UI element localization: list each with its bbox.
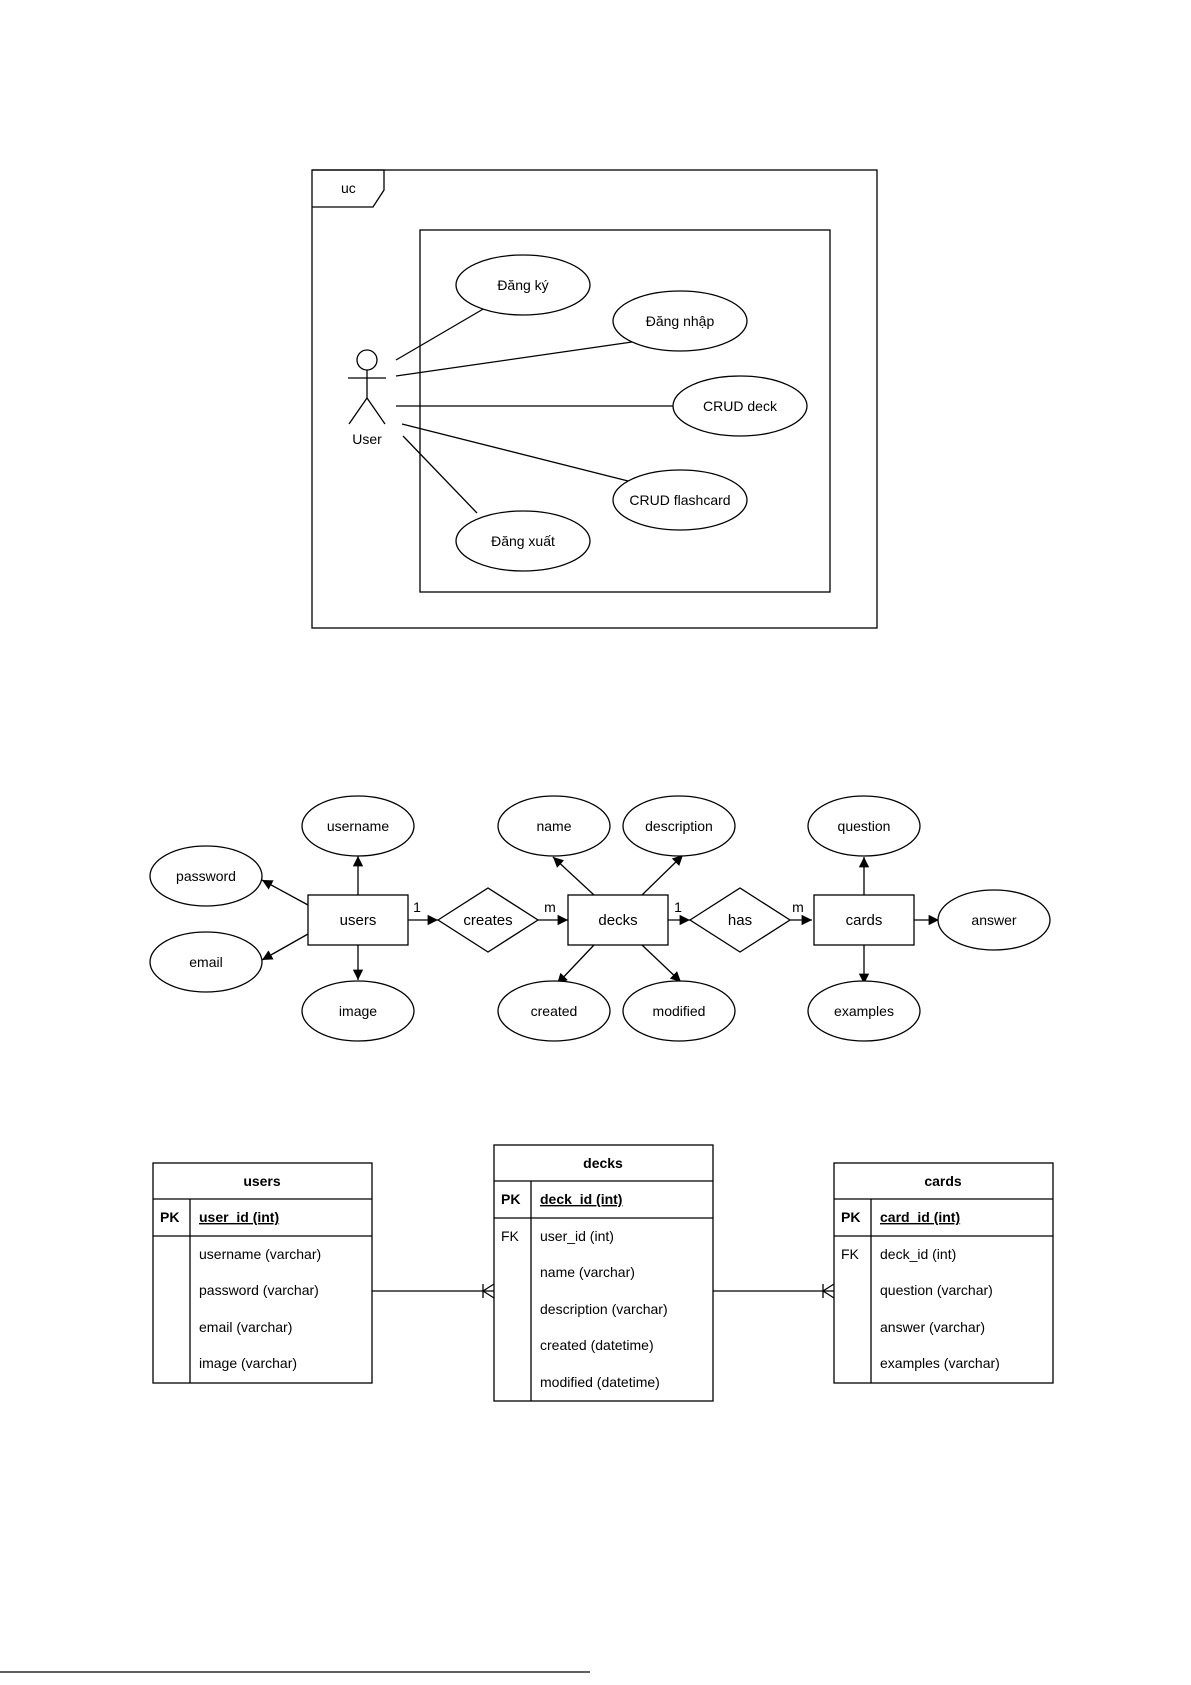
link-users-decks [372,1283,495,1299]
association-line [401,423,633,483]
table-title: users [243,1173,281,1189]
table-field: answer (varchar) [880,1319,985,1335]
svg-text:modified: modified [653,1003,706,1019]
svg-text:has: has [728,912,752,929]
table-field: examples (varchar) [880,1355,1000,1371]
fk-label: FK [841,1246,860,1262]
use-case-login: Đăng nhập [612,290,748,352]
table-decks: decks PK deck_id (int) FK user_id (int) … [493,1144,714,1402]
stick-figure-actor-icon [348,349,386,425]
svg-text:description: description [645,818,713,834]
table-field: user_id (int) [540,1228,614,1244]
attribute-name: name [497,795,611,857]
svg-text:password: password [176,868,236,884]
attribute-username: username [301,795,415,857]
association-line [395,341,633,377]
attribute-arrow [641,944,682,983]
cardinality-label: m [544,899,556,915]
entity-cards: cards [813,894,915,946]
uc-frame-label: uc [341,180,356,196]
relationship-has: has [688,887,792,953]
attribute-arrow [552,856,595,896]
attribute-created: created [497,980,611,1042]
attribute-email: email [149,931,263,993]
association-line [402,435,478,514]
table-field: image (varchar) [199,1355,297,1371]
table-cards: cards PK card_id (int) FK deck_id (int) … [833,1162,1054,1384]
svg-text:CRUD flashcard: CRUD flashcard [629,492,730,508]
fk-label: FK [501,1228,520,1244]
use-case-crud-flashcard: CRUD flashcard [612,469,748,531]
attribute-question: question [807,795,921,857]
attribute-arrow [641,854,684,896]
table-title: cards [924,1173,962,1189]
cardinality-label: 1 [674,899,682,915]
use-case-diagram: uc User Đăng ký Đăng nhập CRUD deck [311,169,878,629]
table-users: users PK user_id (int) username (varchar… [152,1162,373,1384]
er-diagram: 1 m 1 m users decks cards creates has [149,795,1051,1042]
svg-text:username: username [327,818,389,834]
cardinality-label: 1 [413,899,421,915]
svg-text:CRUD deck: CRUD deck [703,398,778,414]
pk-label: PK [501,1191,520,1207]
pk-field: user_id (int) [199,1209,279,1225]
svg-text:Đăng ký: Đăng ký [497,277,548,293]
pk-label: PK [841,1209,860,1225]
actor-name: User [352,431,382,447]
table-field: email (varchar) [199,1319,292,1335]
relationship-creates: creates [436,887,540,953]
table-field: username (varchar) [199,1246,321,1262]
attribute-description: description [622,795,736,857]
svg-text:creates: creates [463,912,512,929]
attribute-modified: modified [622,980,736,1042]
relational-schema: users PK user_id (int) username (varchar… [152,1144,1054,1402]
entity-users: users [307,894,409,946]
cardinality-label: m [792,899,804,915]
table-field: description (varchar) [540,1301,668,1317]
svg-text:email: email [189,954,222,970]
svg-text:question: question [838,818,891,834]
attribute-arrow [261,933,309,961]
pk-label: PK [160,1209,179,1225]
use-case-register: Đăng ký [455,254,591,316]
svg-text:created: created [531,1003,578,1019]
pk-field: deck_id (int) [540,1191,622,1207]
use-case-logout: Đăng xuất [455,510,591,572]
link-decks-cards [713,1283,835,1299]
table-field: name (varchar) [540,1264,635,1280]
svg-text:image: image [339,1003,377,1019]
svg-text:cards: cards [846,912,883,929]
svg-text:users: users [340,912,377,929]
svg-text:examples: examples [834,1003,894,1019]
attribute-examples: examples [807,980,921,1042]
attribute-arrow [261,879,309,906]
table-field: modified (datetime) [540,1374,660,1390]
attribute-image: image [301,980,415,1042]
table-field: question (varchar) [880,1282,993,1298]
svg-text:name: name [536,818,571,834]
attribute-password: password [149,845,263,907]
table-field: created (datetime) [540,1337,654,1353]
entity-decks: decks [567,894,669,946]
association-line [395,307,486,361]
svg-text:decks: decks [598,912,637,929]
attribute-arrow [556,944,595,985]
pk-field: card_id (int) [880,1209,960,1225]
table-field: deck_id (int) [880,1246,956,1262]
table-field: password (varchar) [199,1282,319,1298]
attribute-answer: answer [937,889,1051,951]
table-title: decks [583,1155,623,1171]
uc-frame-tab [312,169,385,208]
use-case-crud-deck: CRUD deck [672,375,808,437]
svg-text:answer: answer [971,912,1016,928]
svg-text:Đăng xuất: Đăng xuất [491,533,555,549]
svg-text:Đăng nhập: Đăng nhập [646,313,715,329]
